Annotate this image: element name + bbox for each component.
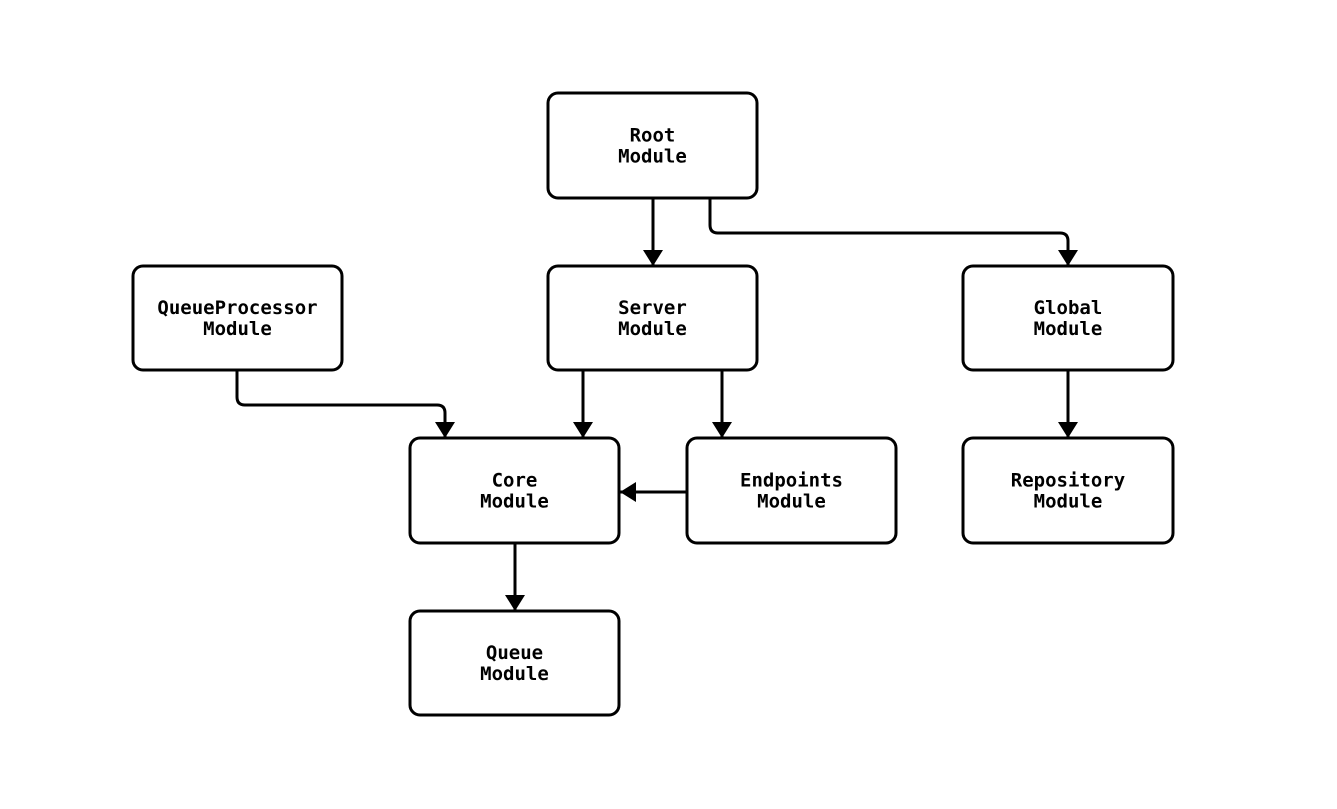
edge-queueprocessor-module-to-core-module bbox=[235, 370, 455, 438]
node-box-core-module bbox=[408, 436, 621, 545]
node-box-repository-module bbox=[961, 436, 1175, 545]
edge-root-module-to-global-module bbox=[708, 198, 1078, 266]
node-box-endpoints-module bbox=[685, 436, 898, 545]
edges-layer bbox=[235, 198, 1078, 611]
node-box-root-module bbox=[546, 91, 759, 200]
node-box-server-module bbox=[546, 264, 759, 372]
node-box-queueprocessor-module bbox=[131, 264, 344, 372]
node-box-queue-module bbox=[408, 609, 621, 717]
node-box-global-module bbox=[961, 264, 1175, 372]
